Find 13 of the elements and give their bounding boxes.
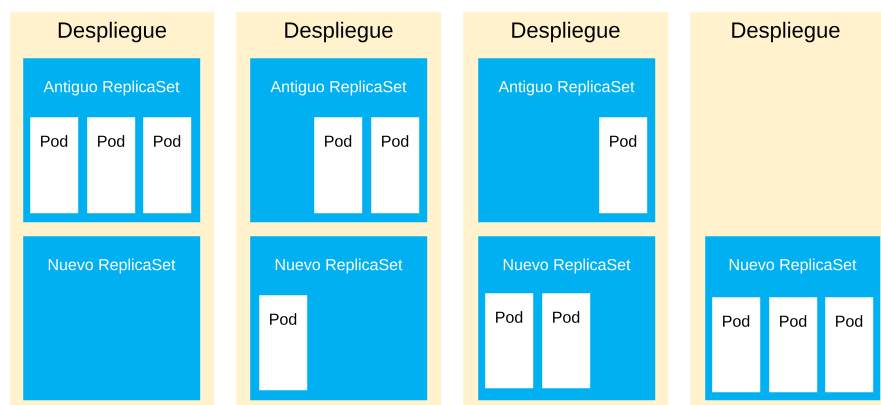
pod-box: Pod xyxy=(87,117,136,214)
pod-box: Pod xyxy=(712,297,760,392)
pod-box: Pod xyxy=(143,117,192,214)
pod-box: Pod xyxy=(371,117,420,214)
pod-box: Pod xyxy=(599,117,648,214)
pod-box: Pod xyxy=(769,297,818,392)
replicaset-box: Nuevo ReplicaSet xyxy=(23,236,200,400)
pod-box: Pod xyxy=(485,293,534,388)
pod-box: Pod xyxy=(825,297,874,392)
pod-box: Pod xyxy=(259,295,308,390)
pod-box: Pod xyxy=(30,117,78,214)
pod-box: Pod xyxy=(542,293,590,388)
pod-box: Pod xyxy=(314,117,362,214)
